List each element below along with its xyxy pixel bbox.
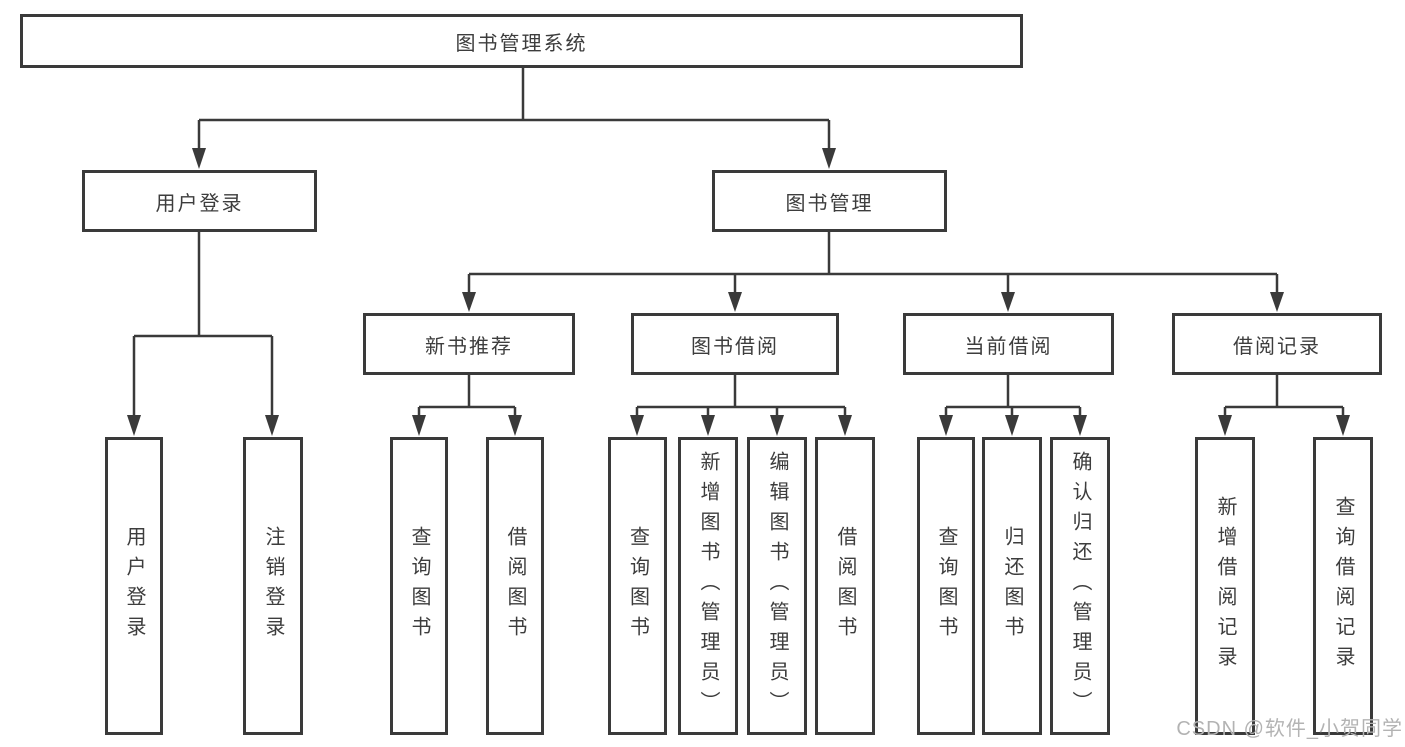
leaf-query-book-borrow: 查询图书 (608, 437, 667, 735)
arrowhead-icon (1218, 415, 1232, 436)
leaf-query-borrow-record: 查询借阅记录 (1313, 437, 1373, 735)
node-book-management: 图书管理 (712, 170, 947, 232)
leaf-borrow-book: 借阅图书 (815, 437, 875, 735)
arrowhead-icon (728, 292, 742, 312)
arrowheads (127, 148, 1350, 436)
arrowhead-icon (770, 415, 784, 436)
leaf-return-book: 归还图书 (982, 437, 1042, 735)
watermark: CSDN @软件_小贺同学 (1176, 718, 1403, 740)
arrowhead-icon (127, 415, 141, 436)
tree-edges (132, 68, 1345, 418)
arrowhead-icon (1336, 415, 1350, 436)
leaf-logout-login: 注销登录 (243, 437, 303, 735)
arrowhead-icon (192, 148, 206, 169)
arrowhead-icon (939, 415, 953, 436)
arrowhead-icon (1073, 415, 1087, 436)
leaf-confirm-return-admin: 确认归还（管理员） (1050, 437, 1110, 735)
node-new-book-recommend: 新书推荐 (363, 313, 575, 375)
leaf-query-book-recommend: 查询图书 (390, 437, 448, 735)
arrowhead-icon (265, 415, 279, 436)
leaf-borrow-book-recommend: 借阅图书 (486, 437, 544, 735)
arrowhead-icon (412, 415, 426, 436)
arrowhead-icon (838, 415, 852, 436)
node-book-borrow: 图书借阅 (631, 313, 839, 375)
node-current-borrow: 当前借阅 (903, 313, 1114, 375)
arrowhead-icon (701, 415, 715, 436)
node-borrow-records: 借阅记录 (1172, 313, 1382, 375)
arrowhead-icon (462, 292, 476, 312)
leaf-query-book-current: 查询图书 (917, 437, 975, 735)
leaf-edit-book-admin: 编辑图书（管理员） (747, 437, 807, 735)
arrowhead-icon (508, 415, 522, 436)
node-user-login: 用户登录 (82, 170, 317, 232)
leaf-add-borrow-record: 新增借阅记录 (1195, 437, 1255, 735)
leaf-add-book-admin: 新增图书（管理员） (678, 437, 738, 735)
arrowhead-icon (630, 415, 644, 436)
node-root: 图书管理系统 (20, 14, 1023, 68)
arrowhead-icon (1001, 292, 1015, 312)
arrowhead-icon (1270, 292, 1284, 312)
leaf-user-login: 用户登录 (105, 437, 163, 735)
arrowhead-icon (822, 148, 836, 169)
arrowhead-icon (1005, 415, 1019, 436)
